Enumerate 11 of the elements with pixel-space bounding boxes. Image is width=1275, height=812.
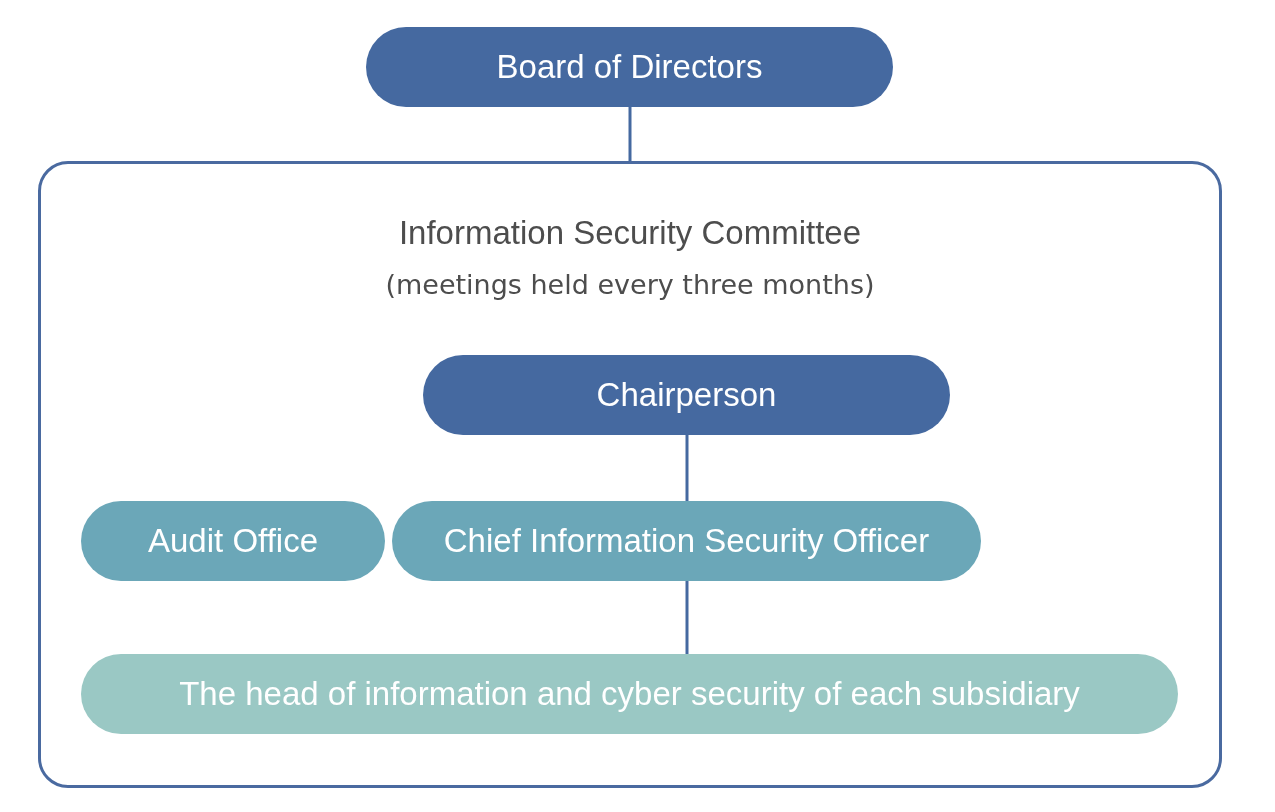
connector-line <box>628 107 632 161</box>
role-label: Board of Directors <box>496 48 763 86</box>
committee-heading: Information Security Committee <box>397 214 863 252</box>
role-label: Audit Office <box>148 522 318 560</box>
role-label: The head of information and cyber security of each subsidiary <box>179 675 1080 713</box>
committee-frame <box>38 161 1222 788</box>
connector-line <box>685 581 689 654</box>
role-label: Chief Information Security Officer <box>443 522 930 560</box>
role-label: Chairperson <box>596 376 777 414</box>
connector-line <box>685 435 689 501</box>
meeting-note: (meetings held every three months) <box>384 269 876 300</box>
